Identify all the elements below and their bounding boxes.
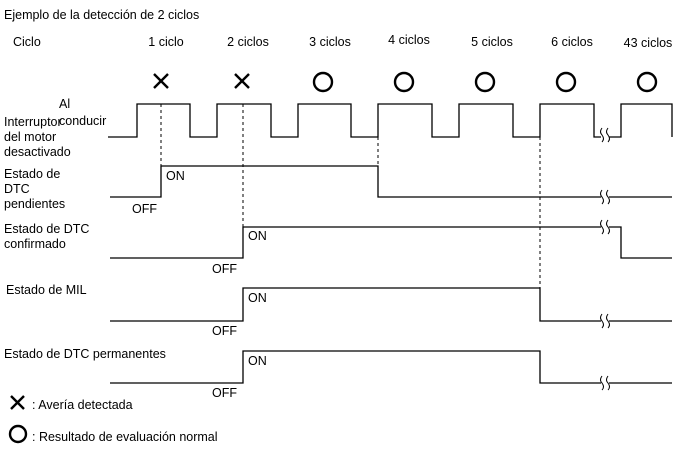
cross-icon — [234, 73, 250, 89]
pending-label-line-1: Estado de — [4, 167, 60, 181]
ignition-label-line-1: Interruptor — [4, 115, 62, 129]
driving-label-line-2: conducir — [59, 114, 106, 128]
circle-icon — [474, 71, 496, 93]
driving-label-line-1: Al — [59, 97, 70, 111]
cycle-label-43: 43 ciclos — [624, 36, 673, 50]
ignition-signal — [108, 103, 673, 138]
diagram-title: Ejemplo de la detección de 2 ciclos — [4, 8, 199, 22]
axis-break-icon — [600, 189, 610, 205]
permanent-on-label: ON — [248, 354, 267, 368]
cross-icon — [153, 73, 169, 89]
legend-circle-icon — [8, 424, 28, 444]
permanent-label: Estado de DTC permanentes — [4, 347, 166, 361]
confirmed-label-line-1: Estado de DTC — [4, 222, 89, 236]
cycle-label-2: 2 ciclos — [227, 35, 269, 49]
permanent-signal — [110, 350, 672, 384]
pending-signal — [110, 165, 672, 198]
ignition-label-line-2: del motor — [4, 130, 56, 144]
pending-label-line-3: pendientes — [4, 197, 65, 211]
axis-break-icon — [600, 219, 610, 235]
circle-icon — [555, 71, 577, 93]
cycle-label-3: 3 ciclos — [309, 35, 351, 49]
confirmed-label-line-2: confirmado — [4, 237, 66, 251]
legend-normal-text: : Resultado de evaluación normal — [32, 430, 218, 444]
mil-signal — [110, 287, 672, 322]
mil-label: Estado de MIL — [6, 283, 87, 297]
confirmed-off-label: OFF — [212, 262, 237, 276]
pending-on-label: ON — [166, 169, 185, 183]
confirmed-signal — [110, 226, 672, 259]
cycle-label-1: 1 ciclo — [148, 35, 183, 49]
circle-icon — [393, 71, 415, 93]
axis-break-icon — [600, 127, 610, 143]
permanent-off-label: OFF — [212, 386, 237, 400]
confirmed-on-label: ON — [248, 229, 267, 243]
cycle-label-6: 6 ciclos — [551, 35, 593, 49]
axis-break-icon — [600, 313, 610, 329]
cycle-header: Ciclo — [13, 35, 41, 49]
mil-on-label: ON — [248, 291, 267, 305]
ignition-label-line-3: desactivado — [4, 145, 71, 159]
circle-icon — [636, 71, 658, 93]
cycle-label-5: 5 ciclos — [471, 35, 513, 49]
circle-icon — [312, 71, 334, 93]
pending-off-label: OFF — [132, 202, 157, 216]
cycle-label-4: 4 ciclos — [388, 33, 430, 47]
legend-fault-text: : Avería detectada — [32, 398, 133, 412]
pending-label-line-2: DTC — [4, 182, 30, 196]
axis-break-icon — [600, 375, 610, 391]
legend-cross-icon — [10, 395, 25, 410]
mil-off-label: OFF — [212, 324, 237, 338]
